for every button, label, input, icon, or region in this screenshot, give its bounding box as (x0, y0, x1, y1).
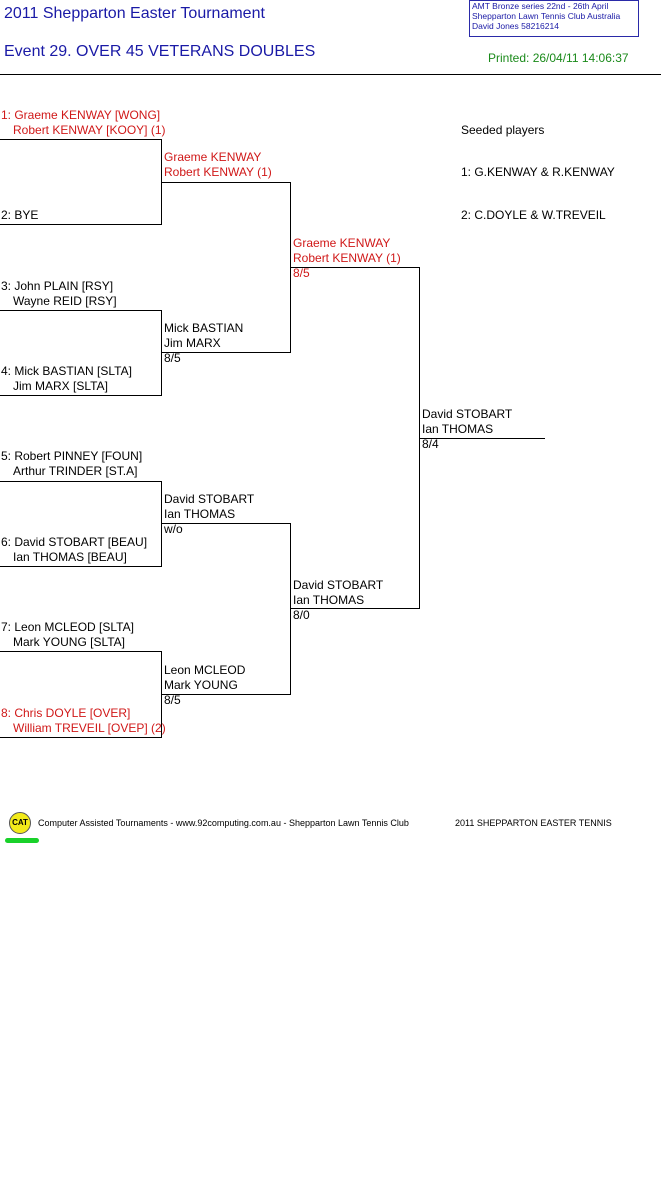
seed-1: 1: G.KENWAY & R.KENWAY (461, 165, 615, 179)
r1-entry-8-line2: William TREVEIL [OVEP] (2) (13, 721, 166, 735)
r2-entry-1-line2: Robert KENWAY (1) (164, 165, 272, 179)
r1-connector-4 (161, 651, 162, 738)
r1-line-7 (0, 651, 162, 652)
r3-line-2 (291, 608, 420, 609)
r3-entry-1-line1: Graeme KENWAY (293, 236, 391, 250)
seed-2: 2: C.DOYLE & W.TREVEIL (461, 208, 606, 222)
printed-timestamp: Printed: 26/04/11 14:06:37 (488, 51, 629, 65)
seeds-heading: Seeded players (461, 123, 545, 137)
tournament-info-box: AMT Bronze series 22nd - 26th April Shep… (469, 0, 639, 37)
r2-entry-4-line1: Leon MCLEOD (164, 663, 246, 677)
r1-line-2 (0, 224, 162, 225)
r1-entry-4-line1: 4: Mick BASTIAN [SLTA] (1, 364, 132, 378)
r1-entry-5-line1: 5: Robert PINNEY [FOUN] (1, 449, 143, 463)
r2-entry-2-score: 8/5 (164, 351, 181, 365)
r2-entry-4-line2: Mark YOUNG (164, 678, 238, 692)
r1-connector-2 (161, 310, 162, 396)
info-line-series: AMT Bronze series 22nd - 26th April (472, 1, 609, 11)
r2-entry-3-score: w/o (164, 522, 183, 536)
footer-event-name: 2011 SHEPPARTON EASTER TENNIS (455, 818, 612, 828)
r2-connector-2 (290, 523, 291, 695)
event-title: Event 29. OVER 45 VETERANS DOUBLES (4, 43, 316, 60)
r3-entry-2-line2: Ian THOMAS (293, 593, 365, 607)
winner-line (420, 438, 545, 439)
winner-score: 8/4 (422, 437, 439, 451)
cat-logo-swoosh (5, 838, 39, 843)
r2-line-1 (162, 182, 291, 183)
r2-entry-2-line1: Mick BASTIAN (164, 321, 244, 335)
r1-entry-5-line2: Arthur TRINDER [ST.A] (13, 464, 138, 478)
r1-line-5 (0, 481, 162, 482)
r1-entry-4-line2: Jim MARX [SLTA] (13, 379, 108, 393)
r1-connector-3 (161, 481, 162, 567)
r2-connector-1 (290, 182, 291, 353)
r1-entry-6-line2: Ian THOMAS [BEAU] (13, 550, 127, 564)
r2-line-2 (162, 352, 291, 353)
r1-entry-1-line2: Robert KENWAY [KOOY] (1) (13, 123, 166, 137)
r3-entry-1-score: 8/5 (293, 266, 310, 280)
r3-entry-2-line1: David STOBART (293, 578, 384, 592)
info-line-club: Shepparton Lawn Tennis Club Australia (472, 11, 621, 21)
header-divider (0, 74, 661, 75)
r1-line-1 (0, 139, 162, 140)
r2-entry-1-line1: Graeme KENWAY (164, 150, 262, 164)
r1-line-6 (0, 566, 162, 567)
r2-entry-2-line2: Jim MARX (164, 336, 221, 350)
r1-line-3 (0, 310, 162, 311)
r2-entry-4-score: 8/5 (164, 693, 181, 707)
winner-line1: David STOBART (422, 407, 513, 421)
info-line-contact: David Jones 58216214 (472, 21, 559, 31)
r3-entry-1-line2: Robert KENWAY (1) (293, 251, 401, 265)
r1-entry-3-line2: Wayne REID [RSY] (13, 294, 117, 308)
r3-line-1 (291, 267, 420, 268)
r1-entry-8-line1: 8: Chris DOYLE [OVER] (1, 706, 131, 720)
r2-line-4 (162, 694, 291, 695)
r1-entry-7-line1: 7: Leon MCLEOD [SLTA] (1, 620, 134, 634)
tournament-title: 2011 Shepparton Easter Tournament (4, 5, 265, 22)
r1-entry-6-line1: 6: David STOBART [BEAU] (1, 535, 148, 549)
r3-entry-2-score: 8/0 (293, 608, 310, 622)
r1-line-8 (0, 737, 162, 738)
r3-connector (419, 267, 420, 609)
r1-entry-2-line2: 2: BYE (1, 208, 39, 222)
r1-entry-7-line2: Mark YOUNG [SLTA] (13, 635, 126, 649)
r2-line-3 (162, 523, 291, 524)
r2-entry-3-line2: Ian THOMAS (164, 507, 236, 521)
r1-entry-3-line1: 3: John PLAIN [RSY] (1, 279, 114, 293)
winner-line2: Ian THOMAS (422, 422, 494, 436)
cat-logo-icon: CAT (9, 812, 31, 834)
footer-credits: Computer Assisted Tournaments - www.92co… (38, 818, 409, 828)
r1-connector-1 (161, 139, 162, 225)
r1-line-4 (0, 395, 162, 396)
r1-entry-1-line1: 1: Graeme KENWAY [WONG] (1, 108, 161, 122)
r2-entry-3-line1: David STOBART (164, 492, 255, 506)
